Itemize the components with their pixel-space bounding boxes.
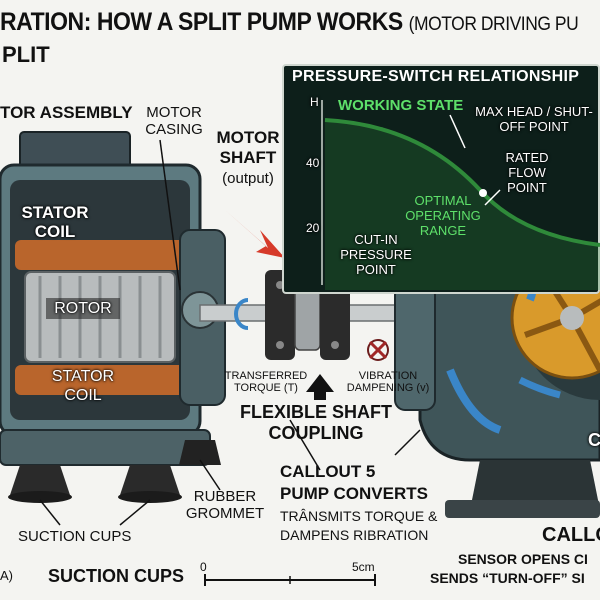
motor-shaft-label: MOTOR SHAFT bbox=[216, 128, 280, 167]
callout5-line3: TRÂNSMITS TORQUE & bbox=[280, 508, 438, 524]
max-head-label: MAX HEAD / SHUT-OFF POINT bbox=[475, 104, 593, 134]
rubber-grommet-label: RUBBER GROMMET bbox=[185, 488, 265, 522]
title-line2: PLIT bbox=[2, 42, 50, 67]
torque-arrow bbox=[306, 374, 334, 400]
tick-40: 40 bbox=[306, 156, 320, 170]
callout5-line2: PUMP CONVERTS bbox=[280, 484, 428, 503]
scale-end: 5cm bbox=[352, 560, 375, 574]
tick-20: 20 bbox=[306, 221, 320, 235]
motor-shaft-sub: (output) bbox=[222, 170, 274, 187]
transferred-torque-label: TRANSFERRED TORQUE (T) bbox=[224, 370, 308, 394]
suction-cups bbox=[8, 440, 221, 503]
cut-in-label: CUT-IN PRESSURE POINT bbox=[340, 232, 412, 277]
vibration-dampening-label: VIBRATION DAMPENING (v) bbox=[346, 370, 430, 394]
y-axis-label: H bbox=[310, 95, 319, 109]
right-partial-c: C bbox=[588, 430, 600, 450]
pressure-switch-panel bbox=[282, 64, 600, 294]
callout5-line4: DAMPENS RIBRATION bbox=[280, 527, 429, 543]
flexible-coupling-label: FLEXIBLE SHAFT COUPLING bbox=[240, 402, 392, 443]
scale-start: 0 bbox=[200, 560, 207, 574]
panel-title: PRESSURE-SWITCH RELATIONSHIP bbox=[292, 68, 580, 85]
rotor-label: ROTOR bbox=[46, 298, 120, 319]
stator-coil-bottom-label: STATOR COIL bbox=[51, 368, 115, 404]
working-state-label: WORKING STATE bbox=[338, 97, 464, 114]
callout5-title: CALLOUT 5 bbox=[280, 462, 376, 481]
scale-bar bbox=[204, 574, 376, 586]
vibration-crossed-icon bbox=[367, 339, 389, 361]
page-title: RATION: HOW A SPLIT PUMP WORKS (MOTOR DR… bbox=[0, 8, 579, 37]
sensor-line1: SENSOR OPENS CI bbox=[458, 551, 588, 567]
motor-casing-label: MOTOR CASING bbox=[145, 104, 203, 138]
rated-flow-label: RATED FLOW POINT bbox=[505, 150, 549, 195]
title-main: RATION: HOW A SPLIT PUMP WORKS bbox=[0, 8, 403, 36]
leader-lines bbox=[39, 139, 421, 526]
title-sub: (MOTOR DRIVING PU bbox=[408, 14, 579, 35]
suction-cups-footer: SUCTION CUPS bbox=[48, 566, 185, 586]
optimal-range-label: OPTIMAL OPERATING RANGE bbox=[405, 193, 481, 238]
bottom-left-fragment: A) bbox=[0, 568, 13, 583]
motor-assembly-label: TOR ASSEMBLY bbox=[0, 103, 133, 122]
shaft-arrow bbox=[225, 210, 285, 258]
callout-right-title: CALLO bbox=[542, 524, 600, 546]
stator-coil-top-label: STATOR COIL bbox=[21, 203, 89, 241]
sensor-line2: SENDS “TURN-OFF” SI bbox=[430, 570, 585, 586]
suction-cups-label: SUCTION CUPS bbox=[18, 528, 132, 545]
